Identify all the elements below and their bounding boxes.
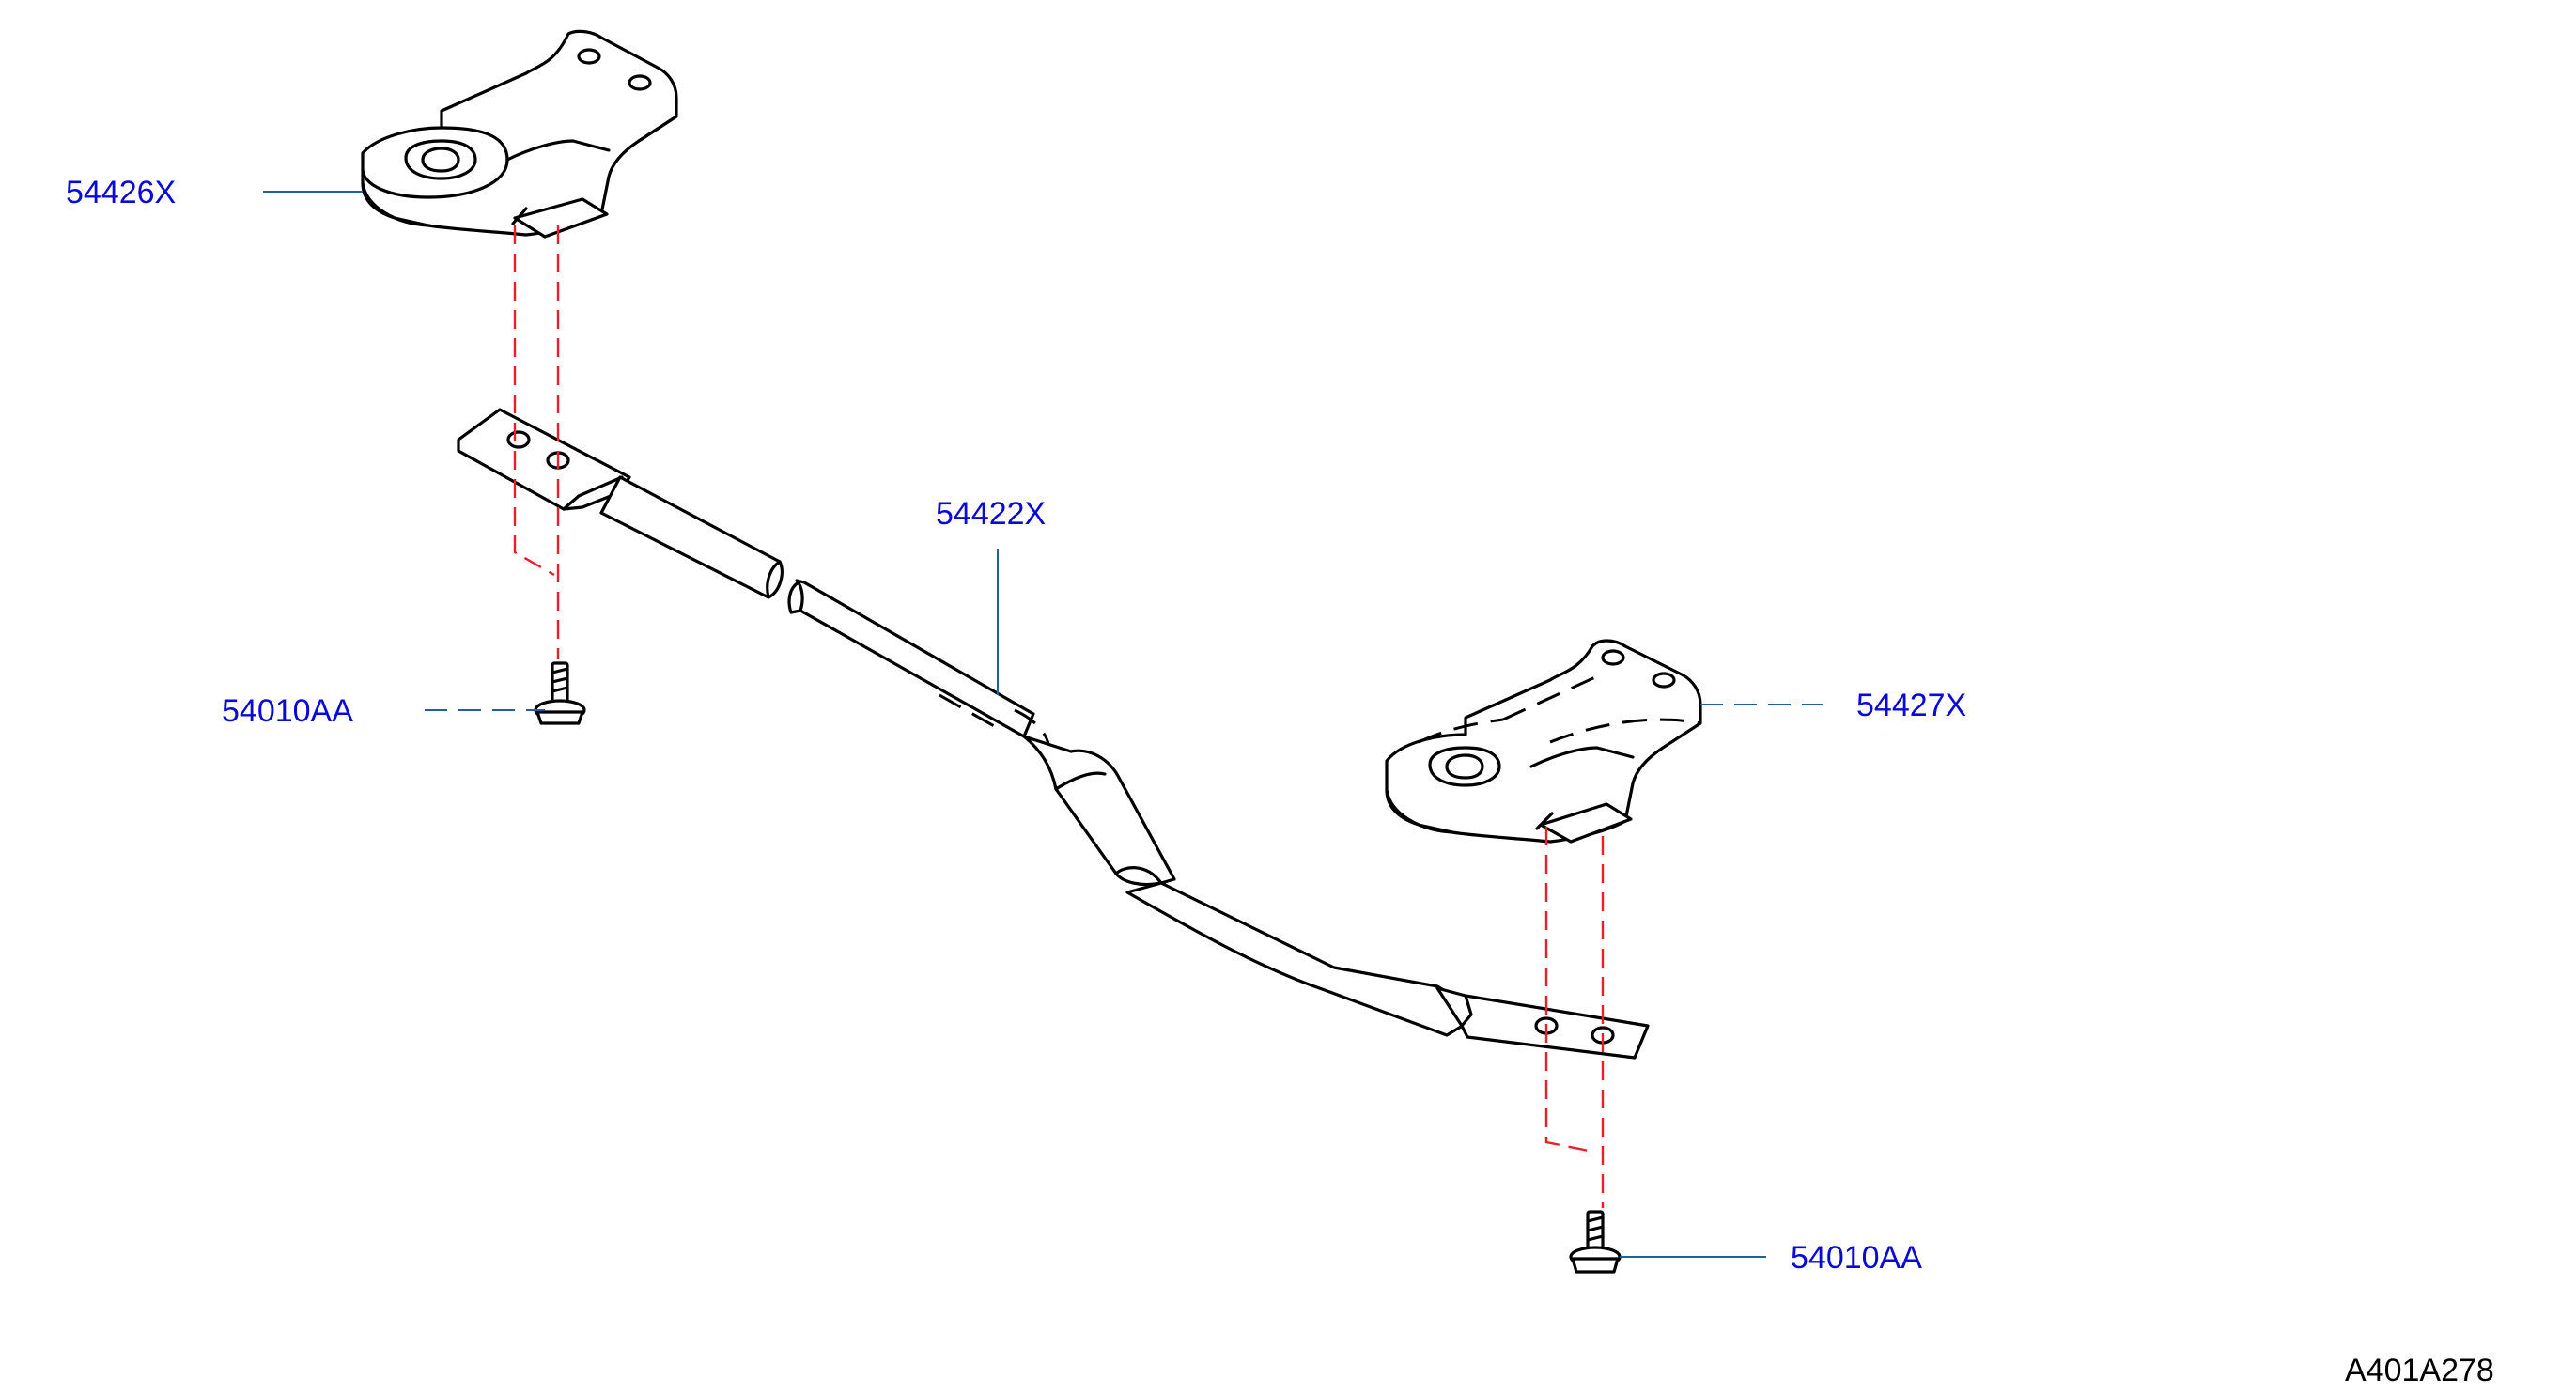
label-crossmember: 54422X — [936, 496, 1046, 532]
label-right-bolt: 54010AA — [1791, 1240, 1922, 1276]
left-bolt — [534, 661, 586, 725]
label-left-bolt: 54010AA — [222, 693, 353, 729]
leader-lines — [263, 191, 1823, 1258]
left-mount-bracket — [361, 29, 678, 239]
label-left-bracket: 54426X — [66, 175, 176, 210]
label-right-bracket: 54427X — [1856, 688, 1966, 723]
right-bolt — [1569, 1210, 1622, 1274]
alignment-guides — [513, 225, 1605, 1208]
right-align-1 — [1544, 827, 1594, 1154]
crossmember-bar — [457, 408, 1650, 1060]
left-align-1 — [513, 225, 555, 577]
drawing-code: A401A278 — [2345, 1353, 2494, 1388]
right-mount-bracket — [1385, 639, 1702, 844]
